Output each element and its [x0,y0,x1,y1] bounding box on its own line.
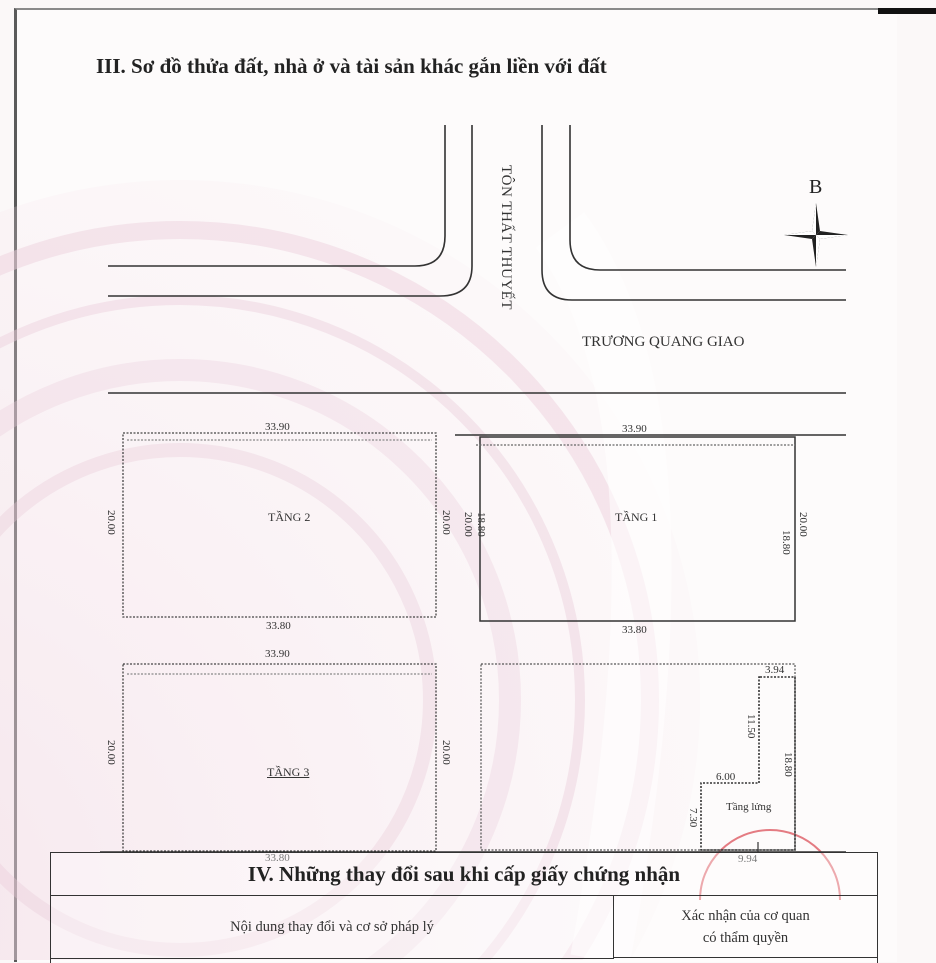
mezzanine-right-dim: 18.80 [782,752,794,777]
mezzanine-bottom-dim: 9.94 [738,853,758,865]
column-header-change-content: Nội dung thay đổi và cơ sở pháp lý [51,896,614,959]
floor-2-bottom-dim: 33.80 [266,620,291,632]
floor-3-left-dim: 20.00 [105,740,117,765]
mezzanine-label: Tầng lửng [726,801,772,813]
floor-3-right-dim: 20.00 [440,740,452,765]
floor-2-top-dim: 33.90 [265,421,290,433]
mezzanine-step-dim: 6.00 [716,771,736,783]
street-label-ton-that-thuyet: TÔN THẤT THUYẾT [498,165,514,310]
section-iv-title: IV. Những thay đổi sau khi cấp giấy chứn… [51,853,877,896]
floor-2-left-dim: 20.00 [105,510,117,535]
column-header-authority-confirmation: Xác nhận của cơ quan có thẩm quyền [614,896,877,958]
floor-3-bottom-dim: 33.80 [265,852,290,864]
floor-1-right-inner-dim: 18.80 [780,530,792,555]
floor-2-label: TẦNG 2 [268,510,311,524]
floor-1-bottom-dim: 33.80 [622,624,647,636]
floor-1-right-outer-dim: 20.00 [797,512,809,537]
mezzanine-top-dim: 3.94 [765,664,785,676]
authority-confirmation-line-2: có thẩm quyền [702,930,789,946]
mezzanine-lower-vertical-dim: 7.30 [687,808,699,828]
section-iii-heading: III. Sơ đồ thửa đất, nhà ở và tài sản kh… [96,54,607,78]
floor-2-right-dim: 20.00 [440,510,452,535]
floor-1-left-inner-dim: 18.80 [475,512,487,537]
authority-confirmation-line-1: Xác nhận của cơ quan [681,908,810,924]
floor-1-label: TẦNG 1 [615,510,658,524]
floor-1-top-dim: 33.90 [622,423,647,435]
changes-table: IV. Những thay đổi sau khi cấp giấy chứn… [50,852,878,963]
compass-rose-icon [784,203,848,267]
mezzanine-upper-vertical-dim: 11.50 [745,714,757,739]
floor-1-left-outer-dim: 20.00 [462,512,474,537]
street-label-truong-quang-giao: TRƯƠNG QUANG GIAO [582,334,745,350]
floor-3-top-dim: 33.90 [265,648,290,660]
north-label: B [809,176,823,198]
scan-edge-bar [878,8,936,14]
floor-3-label: TẦNG 3 [267,765,310,779]
